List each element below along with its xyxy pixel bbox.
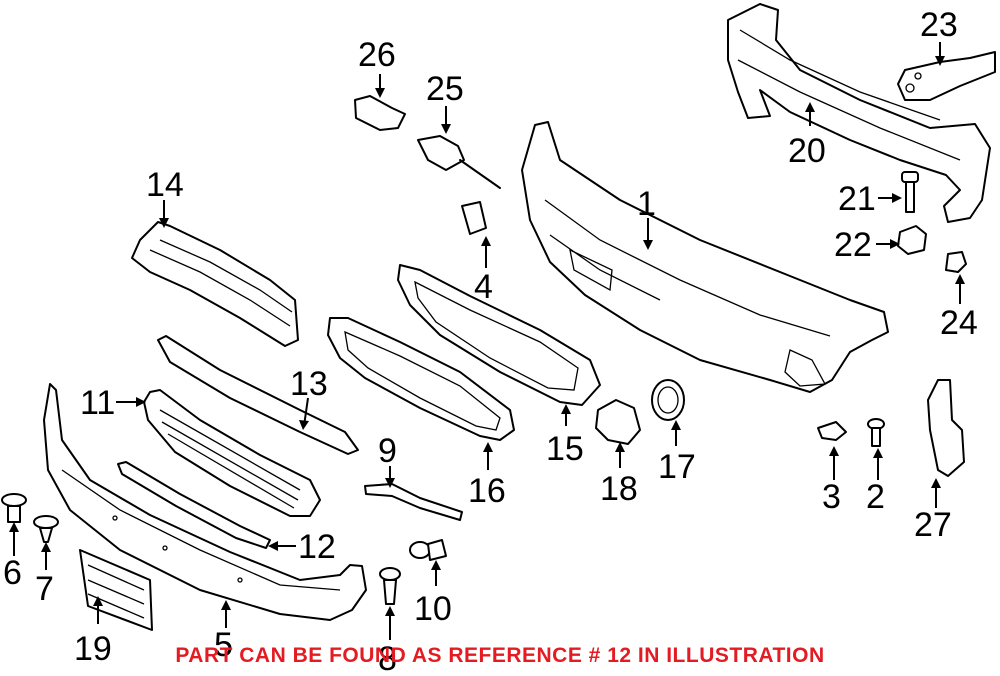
- callout-3: 3: [822, 478, 841, 516]
- part-5-lower-valance: [43, 383, 367, 621]
- callout-26: 26: [358, 36, 396, 74]
- callout-21: 21: [838, 180, 876, 218]
- fastener-8: [379, 567, 401, 605]
- fastener-21: [901, 171, 919, 213]
- part-23-bracket: [897, 51, 996, 101]
- callout-4: 4: [474, 268, 493, 306]
- callout-2: 2: [866, 478, 885, 516]
- fastener-10: [409, 539, 447, 561]
- callout-8: 8: [378, 640, 397, 676]
- callout-10: 10: [414, 590, 452, 628]
- callout-23: 23: [920, 6, 958, 44]
- part-20-bumper-reinforcement: [727, 3, 991, 223]
- fastener-27: [927, 379, 965, 477]
- callout-16: 16: [468, 472, 506, 510]
- fastener-22: [897, 225, 927, 255]
- callout-24: 24: [940, 304, 978, 342]
- part-26-sensor-bracket: [354, 95, 406, 131]
- part-25-sensor: [417, 135, 501, 189]
- part-4-cover-plate: [461, 201, 487, 235]
- callout-5: 5: [214, 626, 233, 664]
- callout-15: 15: [546, 430, 584, 468]
- fastener-24: [945, 251, 967, 273]
- callout-7: 7: [35, 570, 54, 608]
- callout-12: 12: [298, 528, 336, 566]
- callout-17: 17: [658, 448, 696, 486]
- part-19-plate-bracket: [79, 549, 153, 631]
- part-13-trim-strip: [157, 335, 359, 455]
- fastener-3: [817, 421, 847, 441]
- callout-27: 27: [914, 506, 952, 544]
- fastener-7: [33, 515, 59, 543]
- callout-6: 6: [3, 554, 22, 592]
- part-14-grille: [131, 221, 299, 347]
- part-9-trim-strip: [364, 483, 463, 521]
- callout-13: 13: [290, 365, 328, 403]
- fastener-6: [1, 493, 27, 523]
- callout-22: 22: [834, 226, 872, 264]
- fastener-2: [867, 418, 885, 447]
- callout-25: 25: [426, 70, 464, 108]
- part-11-lower-grille: [143, 389, 321, 517]
- callout-1: 1: [637, 185, 656, 223]
- callout-18: 18: [600, 470, 638, 508]
- part-16-grille-frame: [327, 317, 515, 441]
- part-17-fog-ring: [651, 379, 685, 421]
- reference-note: PART CAN BE FOUND AS REFERENCE # 12 IN I…: [175, 644, 825, 667]
- callout-20: 20: [788, 132, 826, 170]
- part-18-fog-cover: [595, 399, 641, 445]
- callout-11: 11: [80, 384, 115, 422]
- leader-lines: [9, 42, 965, 640]
- callout-14: 14: [146, 166, 184, 204]
- part-15-grille-frame: [397, 264, 601, 406]
- callout-19: 19: [74, 630, 112, 668]
- callout-labels: 1 2 3 4 5 6 7 8 9 10 11 12 13 14 15 16 1…: [3, 6, 978, 676]
- part-12-trim-strip: [117, 461, 271, 549]
- part-1-bumper-cover: [521, 121, 889, 393]
- callout-9: 9: [378, 432, 397, 470]
